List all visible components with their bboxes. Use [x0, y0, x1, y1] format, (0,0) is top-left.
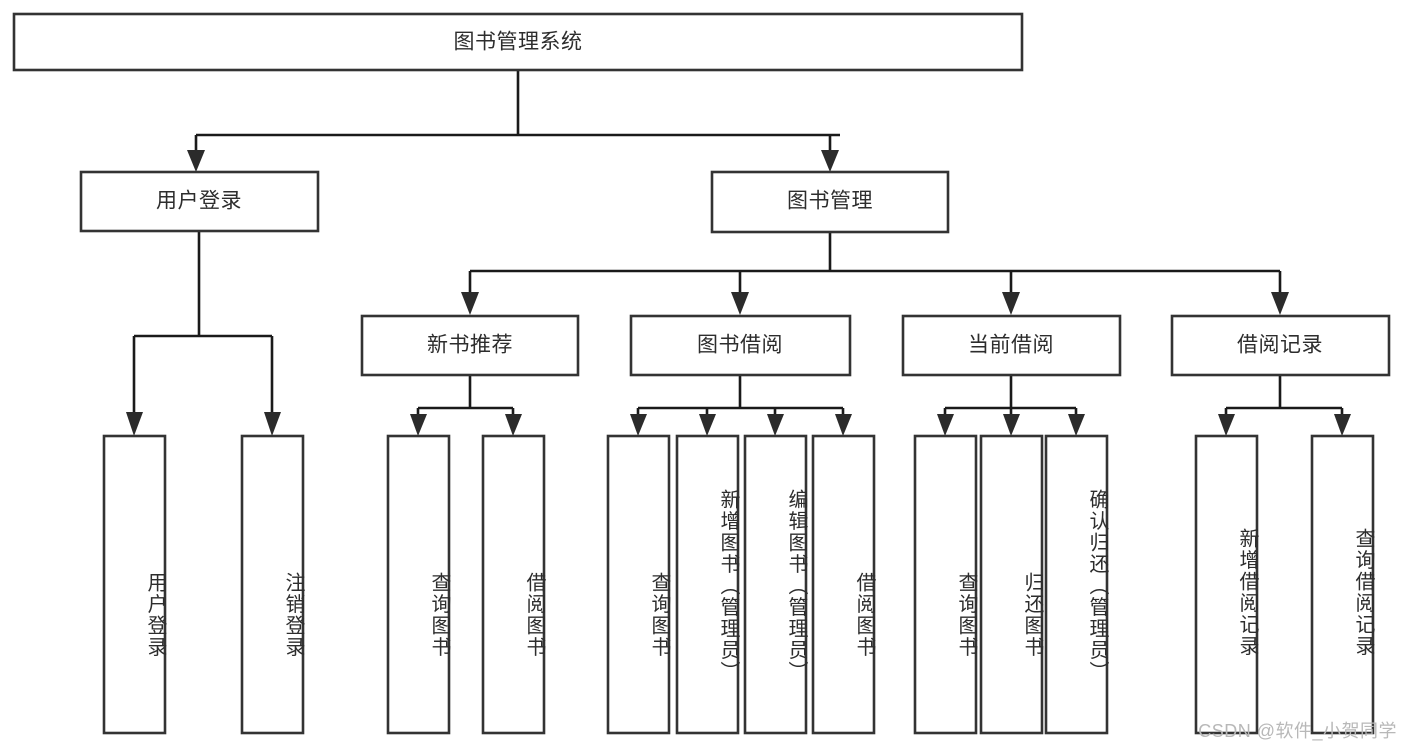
node-book-borrow[interactable]: 图书借阅	[629, 314, 852, 377]
leaf-box-add-book-admin[interactable]	[675, 434, 740, 735]
leaf-box-query-book-nb[interactable]	[386, 434, 451, 735]
node-borrow-record-label: 借阅记录	[1237, 334, 1323, 357]
node-new-book-recommend[interactable]: 新书推荐	[360, 314, 580, 377]
leaf-box-query-book-bb[interactable]	[606, 434, 671, 735]
leaf-box-edit-book-admin[interactable]	[743, 434, 808, 735]
watermark-text: CSDN @软件_小贺同学	[1198, 721, 1397, 741]
node-book-management-label: 图书管理	[787, 190, 873, 213]
leaf-box-borrow-book-bb[interactable]	[811, 434, 876, 735]
node-new-book-recommend-label: 新书推荐	[427, 334, 513, 357]
leaf-box-query-record[interactable]	[1310, 434, 1375, 735]
connector-book-borrow-to-leaves	[630, 375, 852, 436]
connector-user-login-to-leaves	[126, 231, 281, 436]
connector-new-book-to-leaves	[410, 375, 522, 436]
leaf-box-borrow-book-nb[interactable]	[481, 434, 546, 735]
node-user-login[interactable]: 用户登录	[79, 170, 320, 233]
node-current-borrow-label: 当前借阅	[968, 334, 1054, 357]
leaf-boxes	[102, 434, 1375, 735]
node-current-borrow[interactable]: 当前借阅	[901, 314, 1122, 377]
node-book-management[interactable]: 图书管理	[710, 170, 950, 234]
connector-root-to-level2	[187, 70, 840, 172]
leaf-box-logout[interactable]	[240, 434, 305, 735]
leaf-box-confirm-return[interactable]	[1044, 434, 1109, 735]
connector-borrow-record-to-leaves	[1218, 375, 1351, 436]
node-book-borrow-label: 图书借阅	[697, 334, 783, 357]
node-borrow-record[interactable]: 借阅记录	[1170, 314, 1391, 377]
node-root-system[interactable]: 图书管理系统	[12, 12, 1024, 72]
node-user-login-label: 用户登录	[156, 190, 242, 213]
leaf-box-user-login[interactable]	[102, 434, 167, 735]
leaf-box-add-record[interactable]	[1194, 434, 1259, 735]
connector-current-borrow-to-leaves	[937, 375, 1085, 436]
connector-book-mgmt-to-level3	[461, 232, 1289, 315]
leaf-box-return-book[interactable]	[979, 434, 1044, 735]
leaf-box-query-book-cb[interactable]	[913, 434, 978, 735]
node-root-system-label: 图书管理系统	[454, 31, 583, 54]
